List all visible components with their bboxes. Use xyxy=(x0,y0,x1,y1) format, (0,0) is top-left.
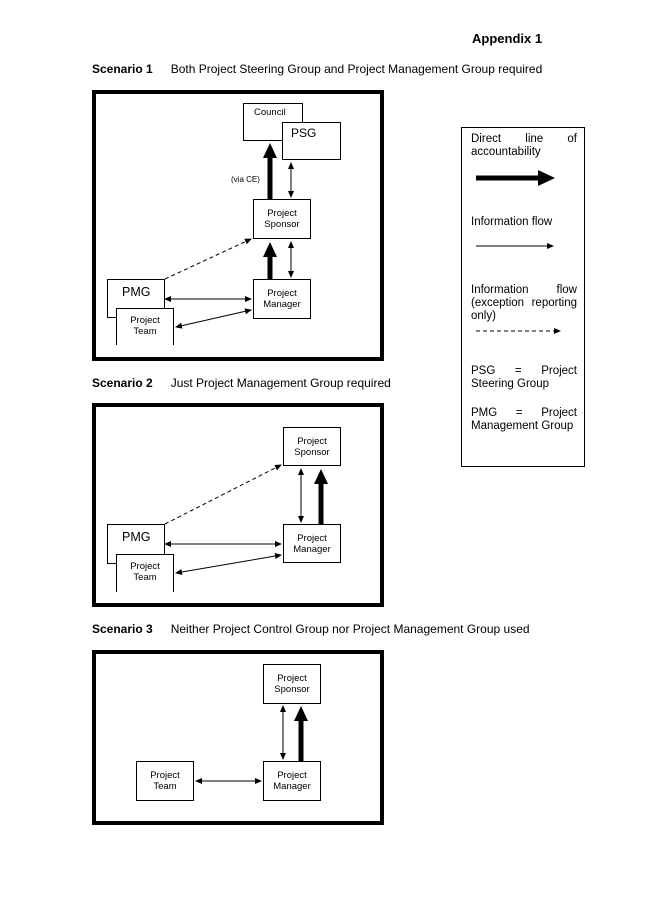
s1-team-label: Project Team xyxy=(130,315,160,337)
psg-label: PSG xyxy=(291,126,317,140)
s3-sponsor-box: Project Sponsor xyxy=(263,664,321,704)
scenario-3-heading: Scenario 3 Neither Project Control Group … xyxy=(92,622,530,636)
scenario-1-title: Both Project Steering Group and Project … xyxy=(170,62,543,76)
s1-sponsor-to-psg-arrowhead xyxy=(263,143,277,158)
legend-pmg-definition: PMG = Project Management Group xyxy=(471,407,577,432)
psg-box: PSG xyxy=(282,122,341,160)
scenario-2-title: Just Project Management Group required xyxy=(170,376,391,390)
s1-connectors xyxy=(164,143,294,329)
s2-manager-box: Project Manager xyxy=(283,524,341,563)
s2-pmg-sponsor-exception xyxy=(164,464,282,525)
legend-exception-flow-label: Information flow (exception reporting on… xyxy=(471,284,577,322)
legend-information-flow-label: Information flow xyxy=(471,216,553,228)
s1-team-box: Project Team xyxy=(116,308,174,345)
council-label: Council xyxy=(254,107,286,118)
s3-manager-to-sponsor-arrowhead xyxy=(294,706,308,721)
s3-manager-label: Project Manager xyxy=(273,770,311,792)
scenario-3-title: Neither Project Control Group nor Projec… xyxy=(170,622,530,636)
s1-pmg-sponsor-exception xyxy=(164,238,252,280)
s2-sponsor-box: Project Sponsor xyxy=(283,427,341,466)
s2-manager-label: Project Manager xyxy=(293,532,331,555)
s3-team-box: Project Team xyxy=(136,761,194,801)
s3-connectors xyxy=(195,705,308,784)
s2-sponsor-label: Project Sponsor xyxy=(294,435,330,458)
s3-sponsor-label: Project Sponsor xyxy=(274,673,310,695)
scenario-2-heading: Scenario 2 Just Project Management Group … xyxy=(92,376,391,390)
via-ce-annotation: (via CE) xyxy=(231,175,260,184)
s2-team-manager-info xyxy=(175,553,282,575)
legend-symbols xyxy=(476,170,561,334)
legend-accountability-arrowhead xyxy=(538,170,555,186)
s3-team-label: Project Team xyxy=(150,770,180,792)
s1-manager-box: Project Manager xyxy=(253,279,311,319)
scenario-3-number: Scenario 3 xyxy=(92,622,153,636)
scenario-2-number: Scenario 2 xyxy=(92,376,153,390)
s2-connectors xyxy=(164,464,328,575)
s2-team-label: Project Team xyxy=(130,561,160,583)
scenario-1-number: Scenario 1 xyxy=(92,62,153,76)
scenario-1-heading: Scenario 1 Both Project Steering Group an… xyxy=(92,62,542,76)
s1-manager-to-sponsor-arrowhead xyxy=(263,242,277,257)
s2-pmg-label: PMG xyxy=(122,530,151,544)
legend-box: Direct line of accountability Informatio… xyxy=(461,127,585,467)
s1-team-manager-info xyxy=(175,308,252,329)
s1-sponsor-box: Project Sponsor xyxy=(253,199,311,239)
s2-team-box: Project Team xyxy=(116,554,174,592)
legend-psg-definition: PSG = Project Steering Group xyxy=(471,365,577,390)
s1-sponsor-label: Project Sponsor xyxy=(264,208,300,230)
s1-pmg-label: PMG xyxy=(122,285,151,299)
s1-manager-label: Project Manager xyxy=(263,288,301,310)
s2-manager-to-sponsor-arrowhead xyxy=(314,469,328,484)
legend-direct-line-label: Direct line of accountability xyxy=(471,133,577,158)
s3-manager-box: Project Manager xyxy=(263,761,321,801)
appendix-title: Appendix 1 xyxy=(472,31,543,46)
